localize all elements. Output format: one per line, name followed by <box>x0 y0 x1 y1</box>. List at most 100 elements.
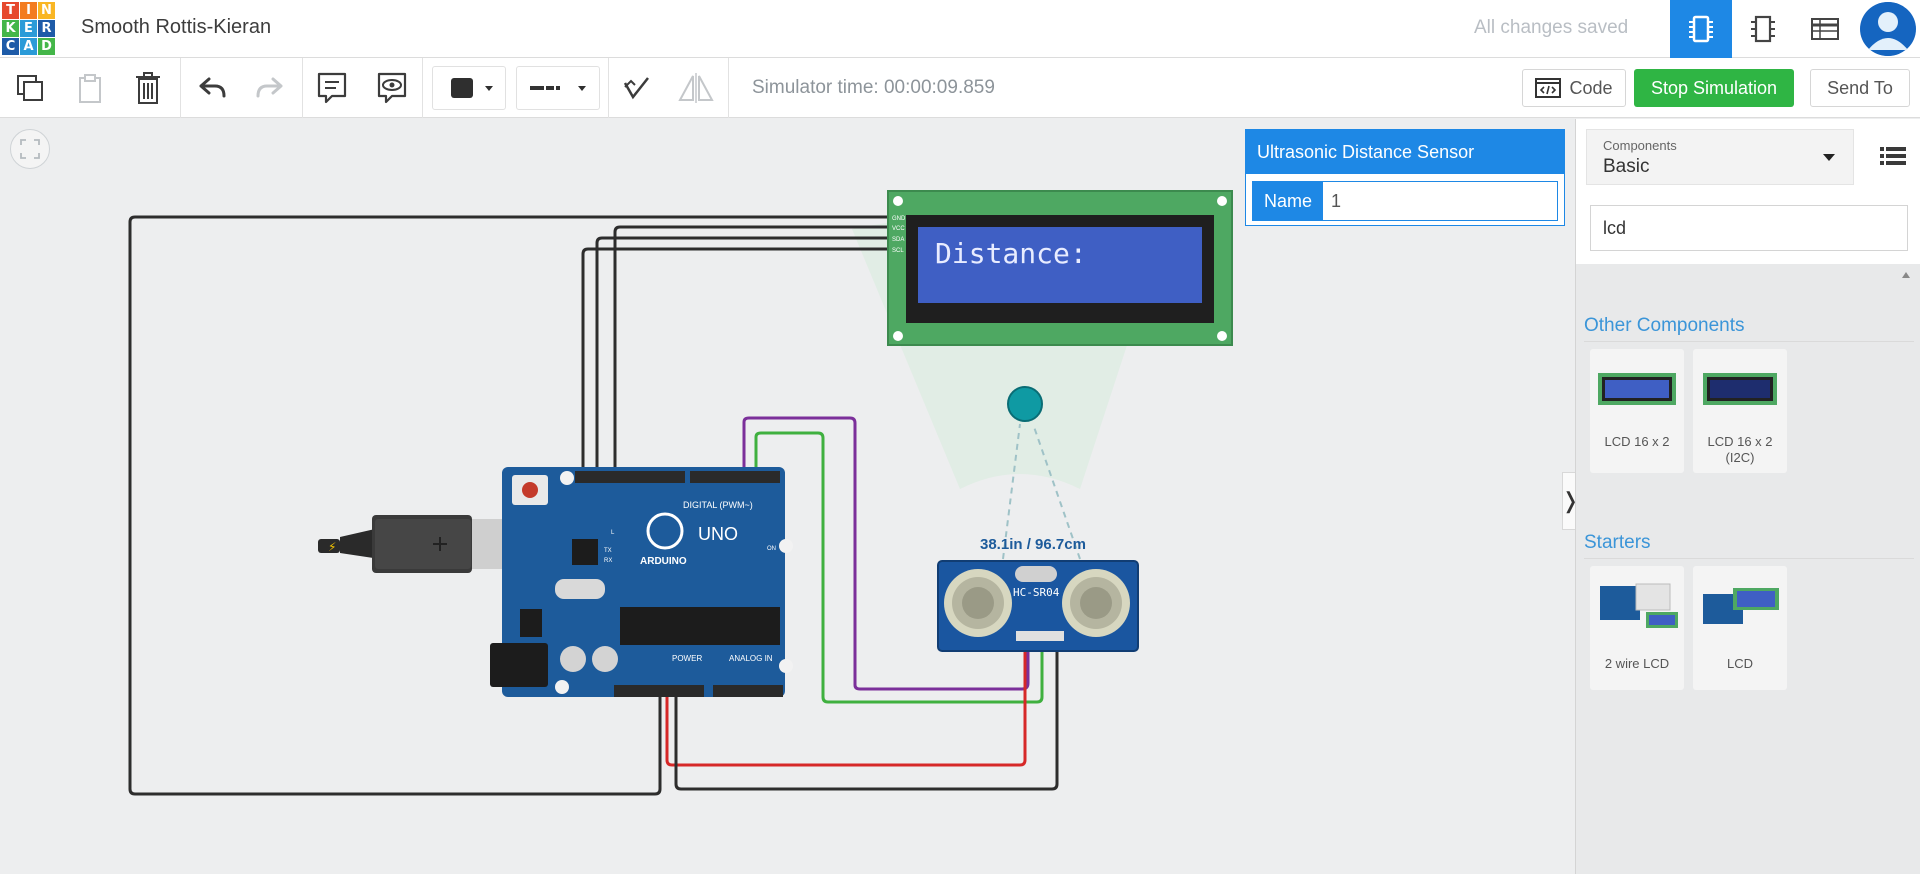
schematic-view-icon <box>1751 15 1775 43</box>
starter-tile-label: 2 wire LCD <box>1604 656 1670 671</box>
starter-tile-label: LCD <box>1726 656 1753 671</box>
lcd-pin-scl: SCL <box>892 248 904 254</box>
logo-letter: A <box>20 38 37 55</box>
code-button-label: Code <box>1569 77 1613 98</box>
top-bar: T I N K E R C A D Smooth Rottis-Kieran A… <box>0 0 1920 58</box>
lcd-pin-sda: SDA <box>892 237 904 243</box>
arduino-digital-label: DIGITAL (PWM~) <box>683 500 753 510</box>
arduino-analog-label: ANALOG IN <box>729 654 773 663</box>
simulator-time: Simulator time: 00:00:09.859 <box>752 77 995 98</box>
logo-letter: I <box>20 2 37 19</box>
flip-icon <box>678 73 714 103</box>
delete-button[interactable] <box>128 66 168 110</box>
wire-vcc-lcd <box>613 225 888 479</box>
wire-sda-lcd <box>595 236 888 479</box>
undo-icon <box>199 77 226 98</box>
lcd-pin-vcc: VCC <box>892 226 905 232</box>
lcd-component-icon <box>1598 373 1676 405</box>
user-avatar[interactable] <box>1860 2 1916 56</box>
starter-tile-lcd[interactable]: LCD <box>1693 566 1787 690</box>
section-divider <box>1584 341 1914 342</box>
fill-color-swatch-icon <box>451 78 493 98</box>
arduino-led-tx: TX <box>604 548 612 554</box>
logo-letter: C <box>2 38 19 55</box>
save-status: All changes saved <box>1474 17 1629 38</box>
other-components-heading: Other Components <box>1584 315 1745 336</box>
stop-simulation-button[interactable]: Stop Simulation <box>1634 69 1794 107</box>
logo-letter: N <box>38 2 55 19</box>
target-object <box>1007 386 1043 422</box>
component-properties-panel: Ultrasonic Distance Sensor Name 1 <box>1245 129 1565 226</box>
component-tile-label: LCD 16 x 2 (I2C) <box>1707 434 1773 465</box>
components-select-label: Components <box>1603 138 1677 153</box>
fit-view-icon <box>20 139 40 159</box>
flip-button[interactable] <box>676 66 716 110</box>
list-view-button[interactable] <box>1876 141 1910 171</box>
name-field-label: Name <box>1253 182 1323 220</box>
note-icon <box>317 72 347 104</box>
code-button[interactable]: Code <box>1522 69 1626 107</box>
wire-gnd-lcd <box>128 215 888 796</box>
starter-tile-2-wire-lcd[interactable]: 2 wire LCD <box>1590 566 1684 690</box>
tinkercad-logo[interactable]: T I N K E R C A D <box>2 2 56 55</box>
wire-route-button[interactable] <box>616 66 656 110</box>
redo-button[interactable] <box>250 66 290 110</box>
circuit-canvas[interactable]: ⚡ <box>0 119 1575 874</box>
lcd-display-text: Distance: <box>935 237 1087 270</box>
logo-letter: R <box>38 20 55 37</box>
component-tile-label: LCD 16 x 2 <box>1604 434 1670 449</box>
sidebar-header: Components Basic <box>1576 119 1920 264</box>
starter-preview-icon <box>1600 583 1678 628</box>
copy-button[interactable] <box>10 66 50 110</box>
arduino-on-label: ON <box>767 546 776 552</box>
ultrasonic-sensor: 38.1in / 96.7cm HC-SR04 <box>937 536 1139 652</box>
list-view-icon <box>1880 147 1906 165</box>
component-tile-lcd-i2c[interactable]: LCD 16 x 2 (I2C) <box>1693 349 1787 473</box>
project-title[interactable]: Smooth Rottis-Kieran <box>81 16 272 38</box>
component-list-button[interactable] <box>1794 0 1856 58</box>
logo-letter: D <box>38 38 55 55</box>
section-divider <box>1584 558 1914 559</box>
wire-scl-lcd <box>581 247 888 479</box>
notes-button[interactable] <box>312 66 352 110</box>
component-search-input[interactable] <box>1590 205 1908 251</box>
toolbar-divider <box>728 58 729 118</box>
send-to-button[interactable]: Send To <box>1810 69 1910 107</box>
logo-letter: E <box>20 20 37 37</box>
lcd-pin-gnd: GND <box>892 216 906 222</box>
fit-view-button[interactable] <box>10 129 50 169</box>
wire-gnd-sensor <box>674 644 1059 791</box>
component-list-icon <box>1811 18 1839 40</box>
components-select-value: Basic <box>1603 156 1650 177</box>
circuit-drawing: ⚡ <box>128 190 1233 796</box>
logo-letter: K <box>2 20 19 37</box>
user-avatar-icon <box>1861 2 1915 56</box>
lcd-module: Distance: GND VCC SDA SCL <box>887 190 1233 346</box>
arduino-led-l: L <box>611 530 615 536</box>
scroll-up-arrow[interactable] <box>1902 272 1910 278</box>
toolbar: Simulator time: 00:00:09.859 Code Stop S… <box>0 58 1920 118</box>
usb-cable: ⚡ <box>318 515 522 573</box>
logo-letter: T <box>2 2 19 19</box>
toolbar-divider <box>422 58 423 118</box>
paste-button[interactable] <box>70 66 110 110</box>
components-category-select[interactable]: Components Basic <box>1586 129 1854 185</box>
undo-button[interactable] <box>192 66 232 110</box>
eye-note-icon <box>377 72 407 104</box>
wire-style-picker[interactable] <box>516 66 600 110</box>
lcd-i2c-component-icon <box>1703 373 1777 405</box>
sensor-beam <box>1002 423 1021 560</box>
sensor-beam <box>1032 423 1081 560</box>
circuit-view-button[interactable] <box>1670 0 1732 58</box>
toggle-notes-visibility-button[interactable] <box>372 66 412 110</box>
sensor-reading-label: 38.1in / 96.7cm <box>980 536 1086 553</box>
fill-color-picker[interactable] <box>432 66 506 110</box>
toolbar-divider <box>180 58 181 118</box>
trash-icon <box>136 72 160 104</box>
name-field-input[interactable]: 1 <box>1331 190 1342 211</box>
component-tile-lcd[interactable]: LCD 16 x 2 <box>1590 349 1684 473</box>
wire-style-icon <box>530 86 586 91</box>
wire-echo <box>754 431 1044 704</box>
schematic-view-button[interactable] <box>1732 0 1794 58</box>
